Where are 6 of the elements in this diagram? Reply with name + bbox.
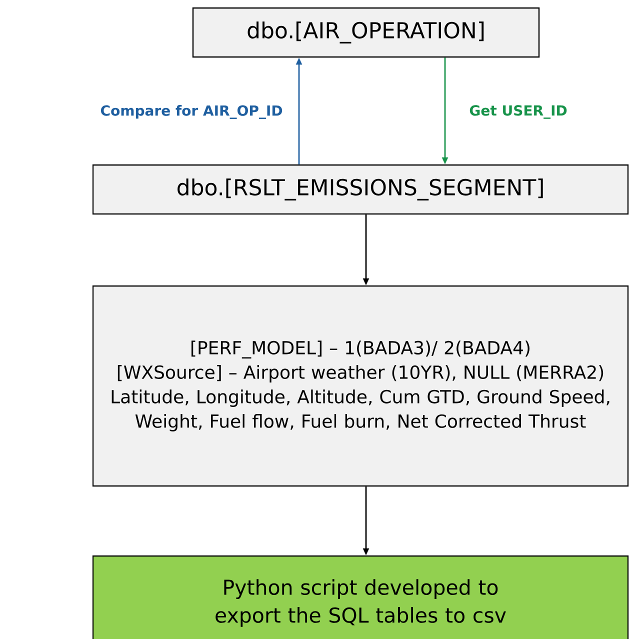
field-list-box: [PERF_MODEL] – 1(BADA3)/ 2(BADA4) [WXSource] – Airport weather (10YR), NULL (MERRA2) Latitude, Longitude, Altitude, Cum GTD, Ground Speed, Weight, Fuel flow, Fuel burn, Net Corrected Thrust — [92, 285, 629, 487]
process-box: Python script developed to export the SQL tables to csv — [92, 555, 629, 639]
edge-label: Compare for AIR_OP_ID — [99, 104, 284, 120]
edge-label: Get USER_ID — [468, 104, 568, 120]
table-box: dbo.[RSLT_EMISSIONS_SEGMENT] — [92, 164, 629, 215]
table-box: dbo.[AIR_OPERATION] — [192, 7, 540, 58]
